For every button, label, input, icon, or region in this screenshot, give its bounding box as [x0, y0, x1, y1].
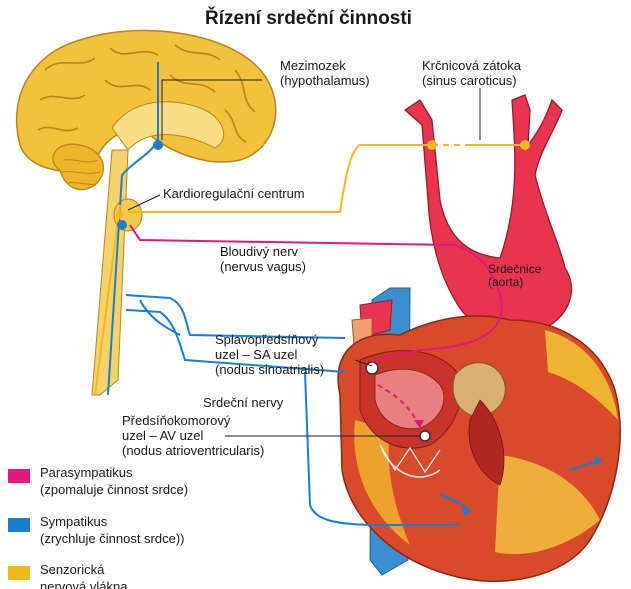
label-srdecni-nervy: Srdeční nervy	[203, 395, 283, 410]
label-vagus: Bloudivý nerv (nervus vagus)	[220, 244, 306, 274]
label-aorta: Srdečnice (aorta)	[488, 263, 541, 289]
label-sa-line-3: (nodus sinoatrialis)	[215, 362, 324, 377]
label-vagus-line-2: (nervus vagus)	[220, 259, 306, 274]
label-av-node: Předsíňokomorový uzel – AV uzel (nodus a…	[122, 413, 264, 458]
label-vagus-line-1: Bloudivý nerv	[220, 244, 306, 259]
label-sa-node: Splavopředsíňový uzel – SA uzel (nodus s…	[215, 332, 324, 377]
diagram-title: Řízení srdeční činnosti	[205, 8, 412, 30]
legend-senzoricka-line-1: Senzorická	[40, 561, 127, 578]
label-av-line-3: (nodus atrioventricularis)	[122, 443, 264, 458]
label-aorta-line-2: (aorta)	[488, 276, 541, 289]
legend-item-sympatikus: Sympatikus (zrychluje činnost srdce))	[40, 513, 185, 547]
label-sinus-line-2: (sinus caroticus)	[422, 73, 521, 88]
legend-sympatikus-line-2: (zrychluje činnost srdce))	[40, 530, 185, 547]
legend-item-parasympatikus: Parasympatikus (zpomaluje činnost srdce)	[40, 464, 188, 498]
label-sa-line-1: Splavopředsíňový	[215, 332, 324, 347]
label-hypothalamus-line-2: (hypothalamus)	[280, 73, 370, 88]
legend-parasympatikus-line-1: Parasympatikus	[40, 464, 188, 481]
legend-item-senzoricka: Senzorická nervová vlákna	[40, 561, 127, 589]
label-av-line-1: Předsíňokomorový	[122, 413, 264, 428]
label-av-line-2: uzel – AV uzel	[122, 428, 264, 443]
legend-parasympatikus-line-2: (zpomaluje činnost srdce)	[40, 481, 188, 498]
legend-sympatikus-line-1: Sympatikus	[40, 513, 185, 530]
legend-swatch-senzoricka	[8, 566, 30, 580]
legend-senzoricka-line-2: nervová vlákna	[40, 578, 127, 589]
label-sa-line-2: uzel – SA uzel	[215, 347, 324, 362]
legend-swatch-parasympatikus	[8, 469, 30, 483]
legend-swatch-sympatikus	[8, 518, 30, 532]
label-sinus-line-1: Krčnicová zátoka	[422, 58, 521, 73]
label-kardioregulacni-centrum: Kardioregulační centrum	[163, 186, 305, 201]
label-hypothalamus-line-1: Mezimozek	[280, 58, 370, 73]
label-sinus-caroticus: Krčnicová zátoka (sinus caroticus)	[422, 58, 521, 88]
label-hypothalamus: Mezimozek (hypothalamus)	[280, 58, 370, 88]
arteries	[352, 95, 572, 346]
